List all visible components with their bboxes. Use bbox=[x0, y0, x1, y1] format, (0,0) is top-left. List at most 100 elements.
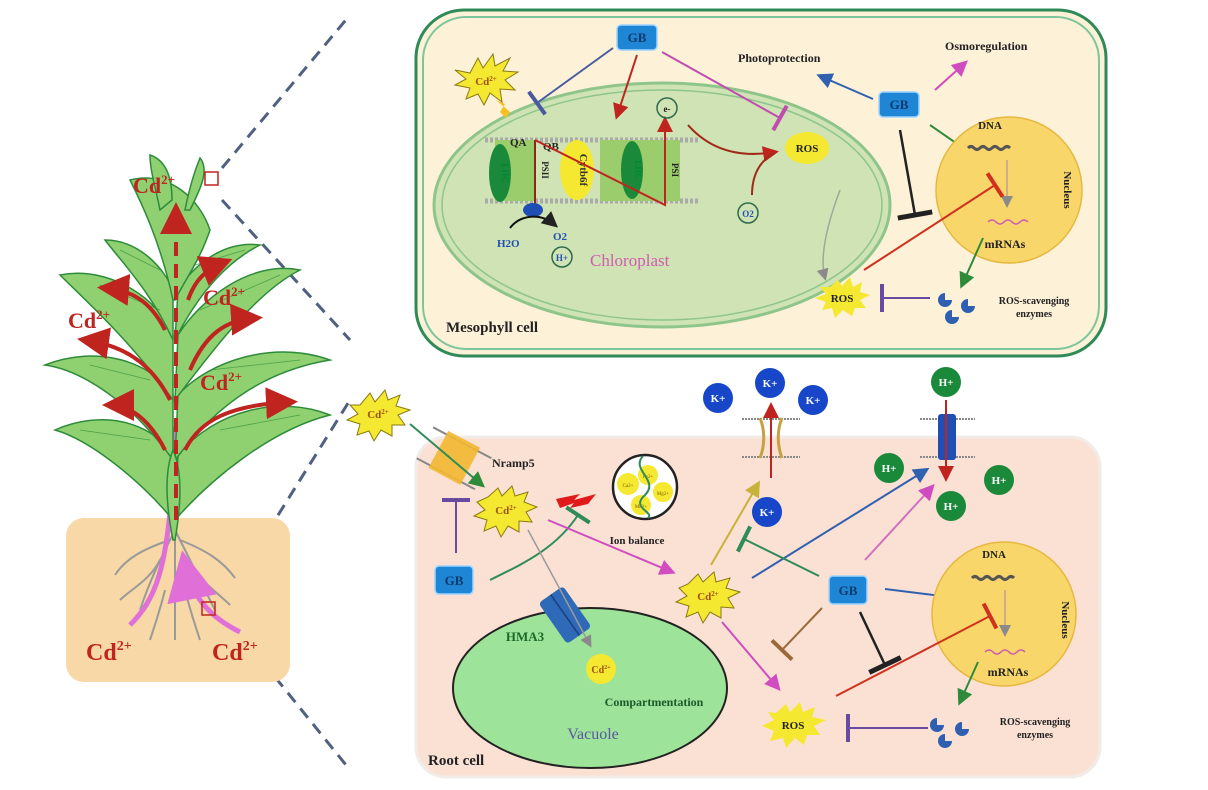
plant-cd-label-upper-right: Cd2+ bbox=[203, 284, 245, 310]
lhc-label-1: LHC bbox=[500, 163, 510, 183]
mesophyll-cell: LHC PSII Cytb6f LHC PSI QA QB H2O O2 H+ … bbox=[414, 8, 1108, 358]
ros-inhibit-nucleus-mesophyll bbox=[863, 172, 1005, 271]
h-ion-1: H+ bbox=[939, 377, 954, 389]
cd-to-vacuole-arrow bbox=[527, 529, 592, 648]
zoom-line-top-2 bbox=[220, 198, 352, 342]
electron-circle bbox=[656, 97, 678, 119]
h2o-label: H2O bbox=[497, 238, 520, 250]
svg-text:GB: GB bbox=[839, 583, 858, 598]
plant-cd-label-top: Cd2+ bbox=[133, 172, 175, 198]
lightning-icon bbox=[496, 100, 518, 130]
leaves bbox=[42, 153, 333, 541]
oec-complex bbox=[523, 203, 543, 217]
gb-to-h-pump bbox=[864, 484, 935, 561]
gb-inhibit-k-efflux bbox=[736, 525, 820, 577]
gb-box-mesophyll-top bbox=[616, 24, 658, 51]
water-splitting-arrow bbox=[509, 211, 559, 229]
ros-inhibit-nucleus-root bbox=[835, 602, 999, 697]
k-ion-3: K+ bbox=[806, 395, 821, 407]
svg-text:O2: O2 bbox=[742, 209, 754, 219]
ros-inner-blob bbox=[785, 132, 829, 164]
photoprotection-label: Photoprotection bbox=[738, 51, 821, 65]
gb-to-photoprotection bbox=[816, 73, 874, 100]
cd-star-outer-label: Cd2+ bbox=[367, 408, 389, 421]
enzyme-icons-mesophyll bbox=[938, 293, 975, 324]
gb-box-mesophyll-right bbox=[878, 91, 920, 118]
gb-inhibit-ros-mesophyll bbox=[897, 129, 933, 221]
compartmentation-label: Compartmentation bbox=[605, 695, 704, 709]
cd-star-mid bbox=[674, 571, 742, 625]
h-ion-4: H+ bbox=[944, 501, 959, 513]
gb-inhibit-cd-ros-link bbox=[770, 607, 823, 662]
nucleus-label-mesophyll: Nucleus bbox=[1061, 171, 1073, 209]
gb-protect-thylakoid bbox=[613, 54, 638, 120]
cd-star-outer bbox=[345, 388, 412, 443]
ros-label-root: ROS bbox=[782, 720, 805, 732]
dna-label-mesophyll: DNA bbox=[978, 120, 1002, 132]
vacuole-label: Vacuole bbox=[567, 726, 619, 743]
plant-cd-label-lower-right: Cd2+ bbox=[200, 369, 242, 395]
zoom-line-top-1 bbox=[220, 14, 352, 169]
cd-star-mid-label: Cd2+ bbox=[697, 590, 719, 603]
mrna-label-mesophyll: mRNAs bbox=[985, 237, 1026, 251]
h-ion-3: H+ bbox=[992, 475, 1007, 487]
soil-cd-label-right: Cd2+ bbox=[212, 639, 258, 666]
dna-strand-icon-root bbox=[970, 575, 1016, 581]
gb-to-osmoregulation bbox=[934, 60, 968, 91]
enzymes-label-mesophyll-1: ROS-scavenging bbox=[999, 296, 1070, 307]
lhc-complex-1 bbox=[489, 144, 511, 202]
enzymes-label-mesophyll-2: enzymes bbox=[1016, 309, 1052, 320]
h-ions bbox=[874, 367, 1014, 521]
nucleus-label-root: Nucleus bbox=[1059, 601, 1071, 639]
electron-transport-path bbox=[534, 116, 673, 207]
gb-inhibit-cd-damage-root bbox=[489, 505, 591, 581]
cd-vacuole-circle bbox=[586, 654, 616, 684]
root-zoom-marker bbox=[201, 601, 216, 616]
ion-balance-circle bbox=[611, 453, 679, 521]
ros-inner-label: ROS bbox=[796, 143, 819, 155]
h-plus-circle bbox=[551, 246, 573, 268]
k-ion-2: K+ bbox=[763, 378, 778, 390]
zoom-guide-lines bbox=[220, 14, 352, 771]
root-cell: Nramp5 Cd2+ Cd2+ Ca2+ Fe2+ Mg2+ Mn2+ Ion… bbox=[345, 367, 1102, 779]
lhc-label-2: LHC bbox=[633, 160, 643, 180]
mesophyll-cell-title: Mesophyll cell bbox=[446, 320, 538, 336]
nucleus-root bbox=[931, 541, 1077, 687]
mrna-icon bbox=[987, 219, 1029, 225]
oxygen-circle bbox=[737, 202, 759, 224]
h-ion-2: H+ bbox=[882, 463, 897, 475]
plant-cd-label-left: Cd2+ bbox=[68, 307, 110, 333]
chloroplast bbox=[432, 81, 892, 329]
damage-lightning-icon bbox=[556, 494, 596, 508]
cytb6f-label: Cytb6f bbox=[577, 154, 589, 187]
cd-star-inner bbox=[472, 485, 539, 539]
o2-out-label: O2 bbox=[553, 231, 568, 243]
cd-star-mesophyll-label: Cd2+ bbox=[475, 75, 497, 88]
dna-label-root: DNA bbox=[982, 549, 1006, 561]
zoom-line-bottom-2 bbox=[223, 614, 352, 771]
plant-illustration: Cd2+ Cd2+ Cd2+ Cd2+ Cd2+ Cd2+ bbox=[42, 153, 333, 682]
ros-star-root bbox=[762, 702, 826, 748]
hma3-transporter bbox=[539, 587, 591, 643]
root-cell-title: Root cell bbox=[428, 753, 484, 769]
thylakoid-membrane: LHC PSII Cytb6f LHC PSI QA QB H2O O2 H+ bbox=[485, 116, 700, 268]
lhc-complex-2 bbox=[621, 141, 643, 199]
cd-to-ros-root bbox=[721, 621, 781, 692]
k-ions bbox=[703, 368, 828, 527]
leaf-zoom-marker bbox=[204, 171, 219, 186]
svg-text:e-: e- bbox=[664, 104, 671, 114]
cd-to-h-pump bbox=[751, 467, 930, 579]
gb-inhibit-cd-damage bbox=[527, 47, 614, 116]
svg-text:GB: GB bbox=[445, 573, 464, 588]
k-ion-1: K+ bbox=[711, 393, 726, 405]
cd-to-k-efflux bbox=[710, 480, 761, 566]
enzyme-icons-root bbox=[930, 718, 969, 748]
nramp5-label: Nramp5 bbox=[492, 456, 535, 470]
gb-box-root-center bbox=[828, 575, 868, 605]
cd-star-inner-label: Cd2+ bbox=[495, 504, 517, 517]
gb-box-root-left bbox=[434, 565, 474, 595]
nucleus-to-enzymes-mesophyll bbox=[959, 237, 984, 289]
psii-label: PSII bbox=[540, 161, 550, 179]
hma3-label: HMA3 bbox=[506, 629, 545, 644]
